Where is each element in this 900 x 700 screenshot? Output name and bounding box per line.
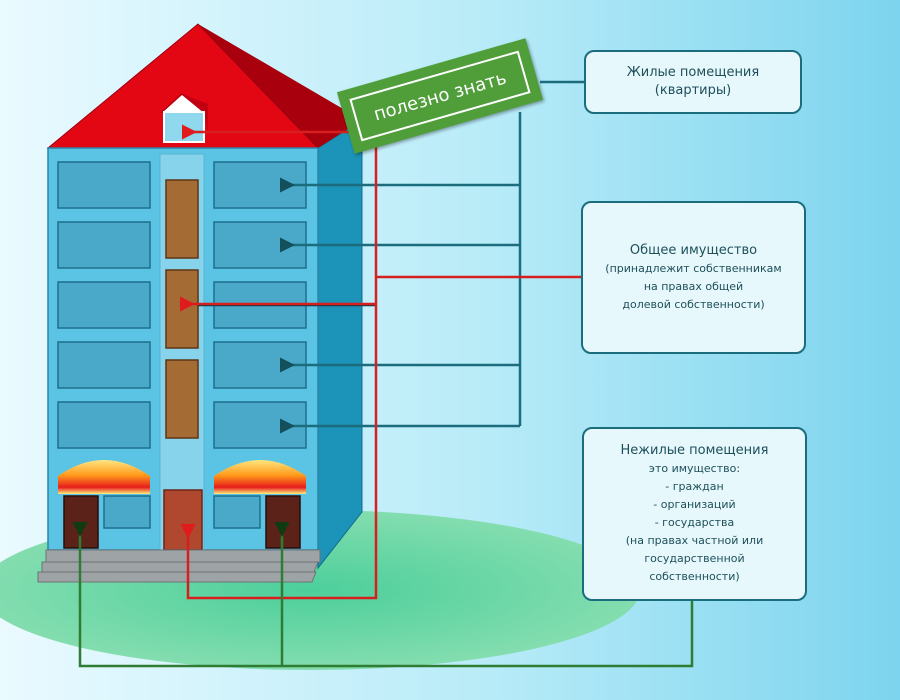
common-property-box: Общее имущество (принадлежит собственник… xyxy=(581,201,806,354)
nonresidential-line-3: - организаций xyxy=(653,498,736,511)
windows-right xyxy=(213,161,307,449)
roof-side xyxy=(198,24,362,148)
shop-window-right xyxy=(213,495,261,529)
common-line-1: (принадлежит собственникам xyxy=(605,261,782,275)
common-line-2: на правах общей xyxy=(643,279,744,293)
entrance-door xyxy=(163,489,203,551)
nonresidential-premises-box: Нежилые помещения это имущество: - гражд… xyxy=(582,427,807,601)
shop-window-left xyxy=(103,495,151,529)
residential-title: Жилые помещения xyxy=(626,65,760,80)
nonresidential-line-5: (на правах частной или xyxy=(625,534,764,547)
stairwell-doors xyxy=(165,179,199,439)
connector-nonresidential xyxy=(72,522,694,668)
residential-line-1: (квартиры) xyxy=(654,83,732,98)
residential-premises-box: Жилые помещения (квартиры) xyxy=(584,50,802,114)
building-side-wall xyxy=(317,119,363,570)
attic-window xyxy=(160,93,208,143)
nonresidential-line-2: - граждан xyxy=(665,480,724,493)
nonresidential-line-6: государственной xyxy=(644,552,745,565)
foundation-steps xyxy=(37,549,321,583)
common-line-3: долевой собственности) xyxy=(622,297,765,311)
nonresidential-line-4: - государства xyxy=(654,516,735,529)
awning-right xyxy=(214,460,306,494)
awning-left xyxy=(58,460,150,494)
windows-left xyxy=(57,161,151,449)
nonresidential-title: Нежилые помещения xyxy=(620,443,769,458)
nonresidential-line-1: это имущество: xyxy=(648,462,741,475)
nonresidential-line-7: собственности) xyxy=(649,570,740,583)
common-title: Общее имущество xyxy=(629,242,758,258)
